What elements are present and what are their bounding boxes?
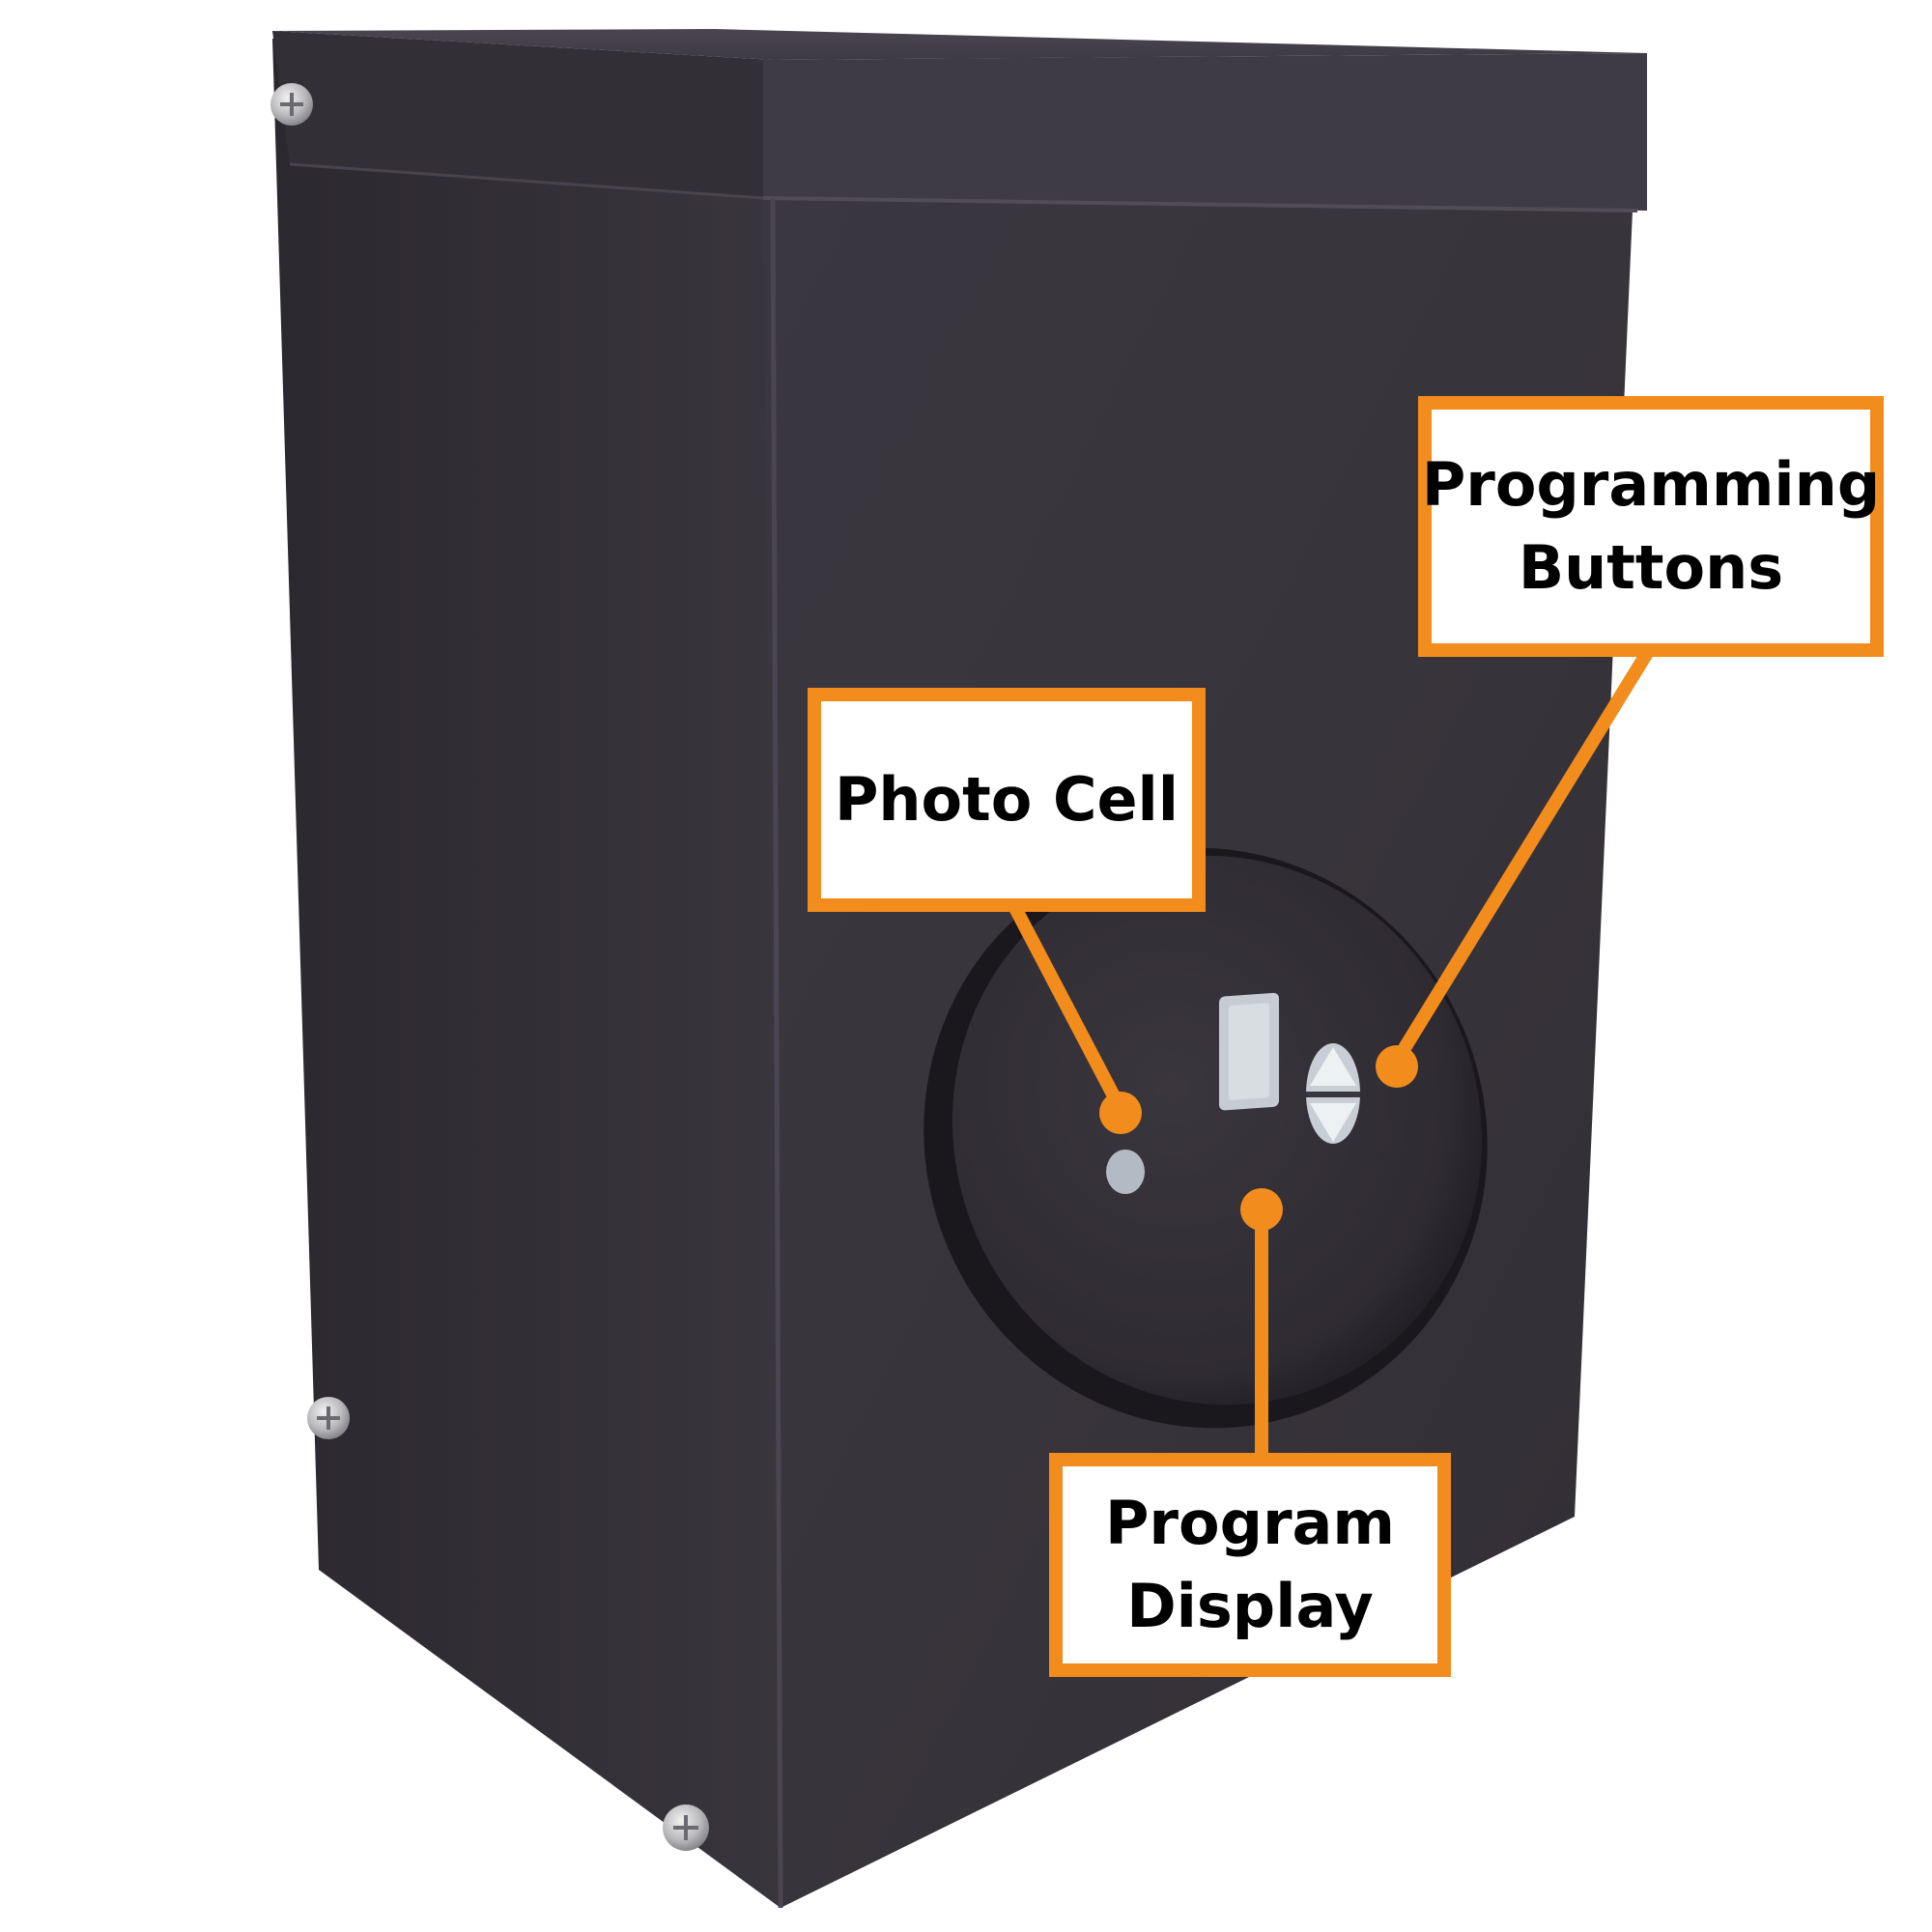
phillips-screw-icon xyxy=(307,1397,350,1439)
enclosure-lid-side-band xyxy=(272,31,773,198)
program-display-inner xyxy=(1229,1003,1269,1100)
enclosure-lid-top xyxy=(272,29,1647,60)
callout-programming-buttons-line2: Buttons xyxy=(1518,532,1784,603)
enclosure-side-face xyxy=(272,39,781,1908)
lid-side-edge-highlight xyxy=(289,162,764,200)
enclosure-corner-edge xyxy=(770,197,783,1909)
leader-programming-buttons xyxy=(1376,649,1653,1088)
triangle-down-icon[interactable] xyxy=(1310,1103,1356,1142)
lid-edge-highlight xyxy=(762,196,1638,213)
programming-buttons[interactable] xyxy=(1306,1043,1360,1144)
callout-program-display-line2: Display xyxy=(1126,1571,1374,1641)
leader-program-display xyxy=(1240,1188,1283,1461)
phillips-screw-icon xyxy=(270,83,313,126)
callout-photo-cell: Photo Cell xyxy=(808,688,1206,912)
triangle-up-icon[interactable] xyxy=(1310,1047,1356,1086)
callout-photo-cell-label: Photo Cell xyxy=(834,764,1179,835)
callout-programming-buttons: Programming Buttons xyxy=(1418,396,1884,657)
callout-programming-buttons-line1: Programming xyxy=(1421,449,1881,520)
control-dome xyxy=(952,855,1483,1406)
callout-program-display: Program Display xyxy=(1049,1453,1451,1677)
callout-program-display-line1: Program xyxy=(1104,1488,1395,1558)
enclosure-lid-front-band xyxy=(763,53,1647,211)
leader-photo-cell xyxy=(1008,902,1142,1134)
photo-cell-sensor xyxy=(1106,1150,1145,1194)
phillips-screw-icon xyxy=(663,1804,709,1851)
